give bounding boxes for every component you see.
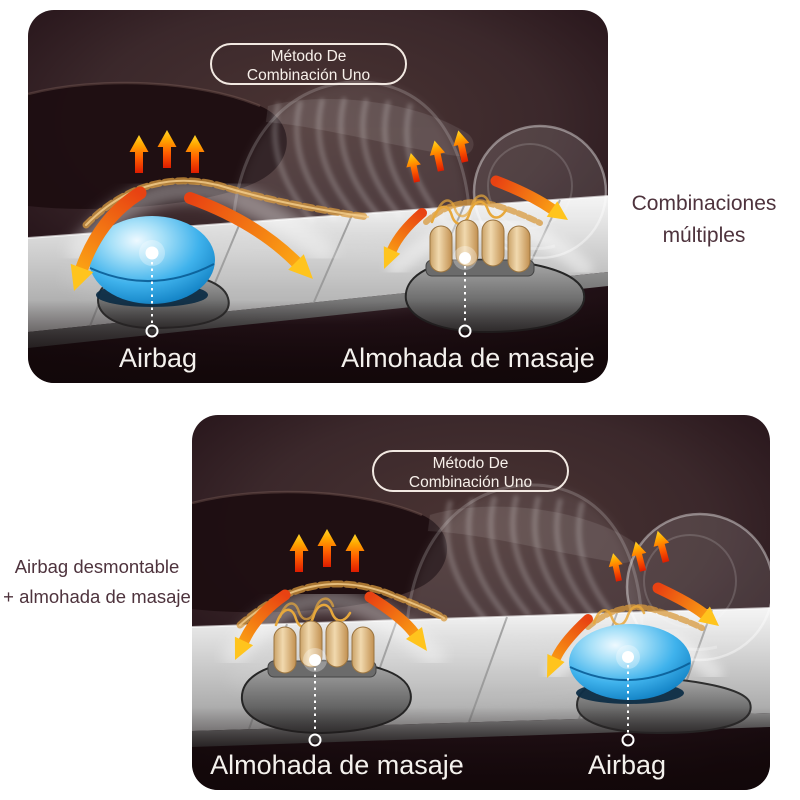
leader-circle xyxy=(308,733,322,747)
airbag-dome xyxy=(89,216,215,304)
scene-top xyxy=(28,80,608,383)
annotation-line: Combinaciones xyxy=(631,192,777,215)
badge-line2: Combinación Uno xyxy=(408,474,533,491)
body-silhouette xyxy=(28,80,608,316)
badge-line2: Combinación Uno xyxy=(246,67,371,84)
up-arrows-lumbar xyxy=(129,130,205,173)
curved-arrows xyxy=(234,582,719,678)
up-arrows-neck xyxy=(406,130,470,183)
annotation-line: múltiples xyxy=(662,224,746,247)
badge-line1: Método De xyxy=(270,48,347,65)
up-arrows-neck xyxy=(608,530,670,582)
leader-circle xyxy=(621,733,635,747)
lumbar-glow xyxy=(223,589,445,668)
annotation-line: + almohada de masaje xyxy=(3,586,191,607)
up-arrows-lumbar xyxy=(289,529,365,572)
massage-swirls-icon xyxy=(430,194,508,225)
label-massage-pillow: Almohada de masaje xyxy=(210,750,464,780)
curved-arrows xyxy=(70,175,568,291)
legs-shadow xyxy=(192,491,448,613)
label-airbag: Airbag xyxy=(587,750,667,780)
leader-lines xyxy=(145,262,472,338)
annotation-detachable-airbag: Airbag desmontable + almohada de masaje xyxy=(0,552,194,612)
glow-dot xyxy=(145,246,159,260)
panel-combination-top: Método De Combinación Uno Airbag Almohad… xyxy=(28,10,608,383)
method-badge: Método De Combinación Uno xyxy=(372,450,569,492)
leader-circle xyxy=(458,324,472,338)
method-badge: Método De Combinación Uno xyxy=(210,43,407,85)
scene-bottom xyxy=(192,483,770,790)
annotation-line: Airbag desmontable xyxy=(14,556,180,577)
glow-dot xyxy=(309,654,321,666)
annotation-multiple-combinations: Combinaciones múltiples xyxy=(606,188,800,252)
rib-cage xyxy=(444,495,619,622)
label-massage-pillow: Almohada de masaje xyxy=(341,343,595,373)
glow-dot xyxy=(622,651,634,663)
leader-circle xyxy=(145,324,159,338)
badge-line1: Método De xyxy=(432,455,509,472)
label-airbag: Airbag xyxy=(118,343,198,373)
massage-pillow-rollers xyxy=(273,620,375,674)
head xyxy=(472,124,608,260)
leader-lines xyxy=(308,665,635,747)
spine-glow xyxy=(82,177,543,229)
panel-combination-bottom: Método De Combinación Uno Almohada de ma… xyxy=(192,415,770,790)
glow-dot xyxy=(459,252,471,264)
legs-shadow xyxy=(28,82,287,209)
